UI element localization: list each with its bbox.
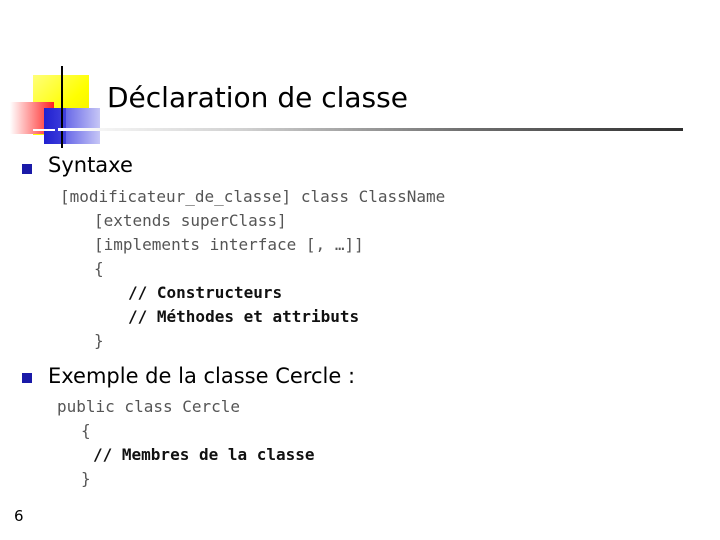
code-comment-line: // Membres de la classe bbox=[93, 445, 315, 464]
title-underline bbox=[58, 128, 683, 131]
section-heading-syntaxe: Syntaxe bbox=[48, 153, 133, 177]
slide-title: Déclaration de classe bbox=[107, 81, 408, 114]
code-comment-line: // Méthodes et attributs bbox=[128, 307, 360, 326]
bullet-square-icon bbox=[22, 164, 32, 174]
section-heading-exemple: Exemple de la classe Cercle : bbox=[48, 364, 356, 388]
slide-logo bbox=[0, 0, 110, 150]
logo-light-blue-square bbox=[66, 108, 100, 144]
code-line: [extends superClass] bbox=[94, 211, 287, 230]
code-line: } bbox=[94, 331, 104, 350]
logo-white-line bbox=[33, 129, 55, 131]
page-number: 6 bbox=[14, 507, 24, 525]
bullet-square-icon bbox=[22, 373, 32, 383]
code-line: } bbox=[81, 469, 91, 488]
code-line: { bbox=[94, 259, 104, 278]
code-line: [modificateur_de_classe] class ClassName bbox=[60, 187, 446, 206]
code-line: public class Cercle bbox=[57, 397, 241, 416]
code-line: [implements interface [, …]] bbox=[94, 235, 364, 254]
logo-black-line bbox=[61, 66, 63, 148]
code-comment-line: // Constructeurs bbox=[128, 283, 283, 302]
code-line: { bbox=[81, 421, 91, 440]
